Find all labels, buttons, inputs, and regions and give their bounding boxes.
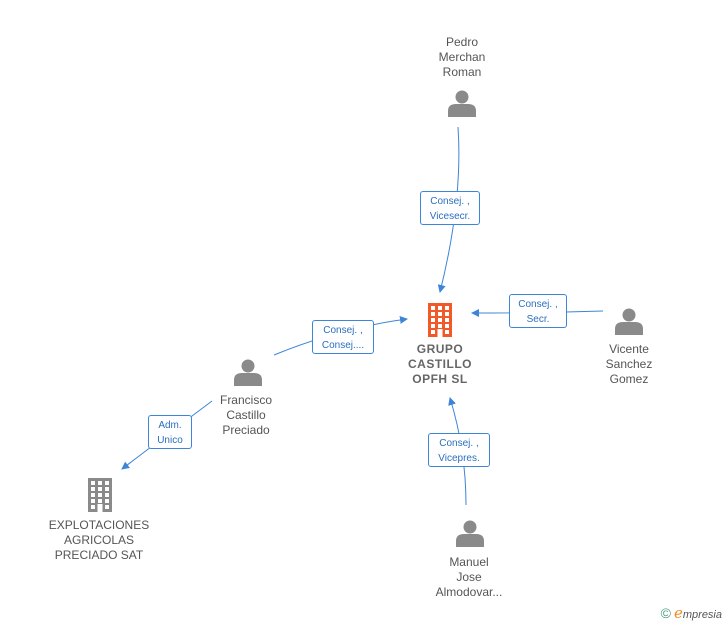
vicente-person-icon[interactable] — [615, 308, 643, 336]
node-label-line: Francisco — [219, 393, 272, 407]
node-label-line: Jose — [456, 570, 482, 584]
node-label-line: OPFH SL — [412, 372, 468, 386]
edge-label-line: Consej. , — [323, 325, 363, 336]
edge-label-manuel-grupo[interactable]: Consej. , Vicepres. — [428, 433, 490, 467]
brand-e-logo: e — [673, 604, 683, 622]
grupo-building-icon[interactable] — [428, 303, 452, 337]
node-label-line: EXPLOTACIONES — [48, 518, 150, 532]
node-label-line: Sanchez — [605, 357, 653, 371]
node-label-line: Vicente — [609, 342, 649, 356]
node-label-line: PRECIADO SAT — [54, 548, 144, 562]
francisco-person-icon[interactable] — [234, 359, 262, 387]
node-label-line: Gomez — [609, 372, 649, 386]
edge-label-vicente-grupo[interactable]: Consej. , Secr. — [509, 294, 567, 328]
node-label-line: Castillo — [226, 408, 266, 422]
empresia-brand[interactable]: ©empresia — [661, 604, 722, 622]
node-label-line: Almodovar... — [435, 585, 503, 599]
brand-name: mpresia — [682, 609, 722, 621]
node-label-line: AGRICOLAS — [63, 533, 135, 547]
edge-label-line: Adm. — [158, 420, 182, 431]
edge-label-pedro-grupo[interactable]: Consej. , Vicesecr. — [420, 191, 480, 225]
edge-label-line: Consej. , — [439, 438, 479, 449]
edge-label-line: Vicepres. — [438, 453, 480, 464]
edge-label-line: Consej.... — [321, 340, 365, 351]
copyright-icon: © — [660, 605, 671, 621]
edge-label-francisco-grupo[interactable]: Consej. , Consej.... — [312, 320, 374, 354]
node-label-line: Manuel — [449, 555, 489, 569]
explotaciones-building-icon[interactable] — [88, 478, 112, 512]
node-label-line: CASTILLO — [408, 357, 472, 371]
edge-label-line: Vicesecr. — [429, 211, 471, 222]
edge-label-line: Consej. , — [518, 299, 558, 310]
manuel-person-icon[interactable] — [456, 520, 484, 548]
node-label-line: Preciado — [222, 423, 270, 437]
node-label-line: Roman — [442, 65, 482, 79]
edge-label-francisco-explotaciones[interactable]: Adm. Unico — [148, 415, 192, 449]
edge-label-line: Unico — [157, 435, 183, 446]
edge-label-line: Secr. — [526, 314, 550, 325]
node-label-line: GRUPO — [416, 342, 464, 356]
pedro-person-icon[interactable] — [448, 90, 476, 118]
node-label-line: Pedro — [445, 35, 479, 49]
edge-label-line: Consej. , — [430, 196, 470, 207]
node-label-line: Merchan — [438, 50, 486, 64]
